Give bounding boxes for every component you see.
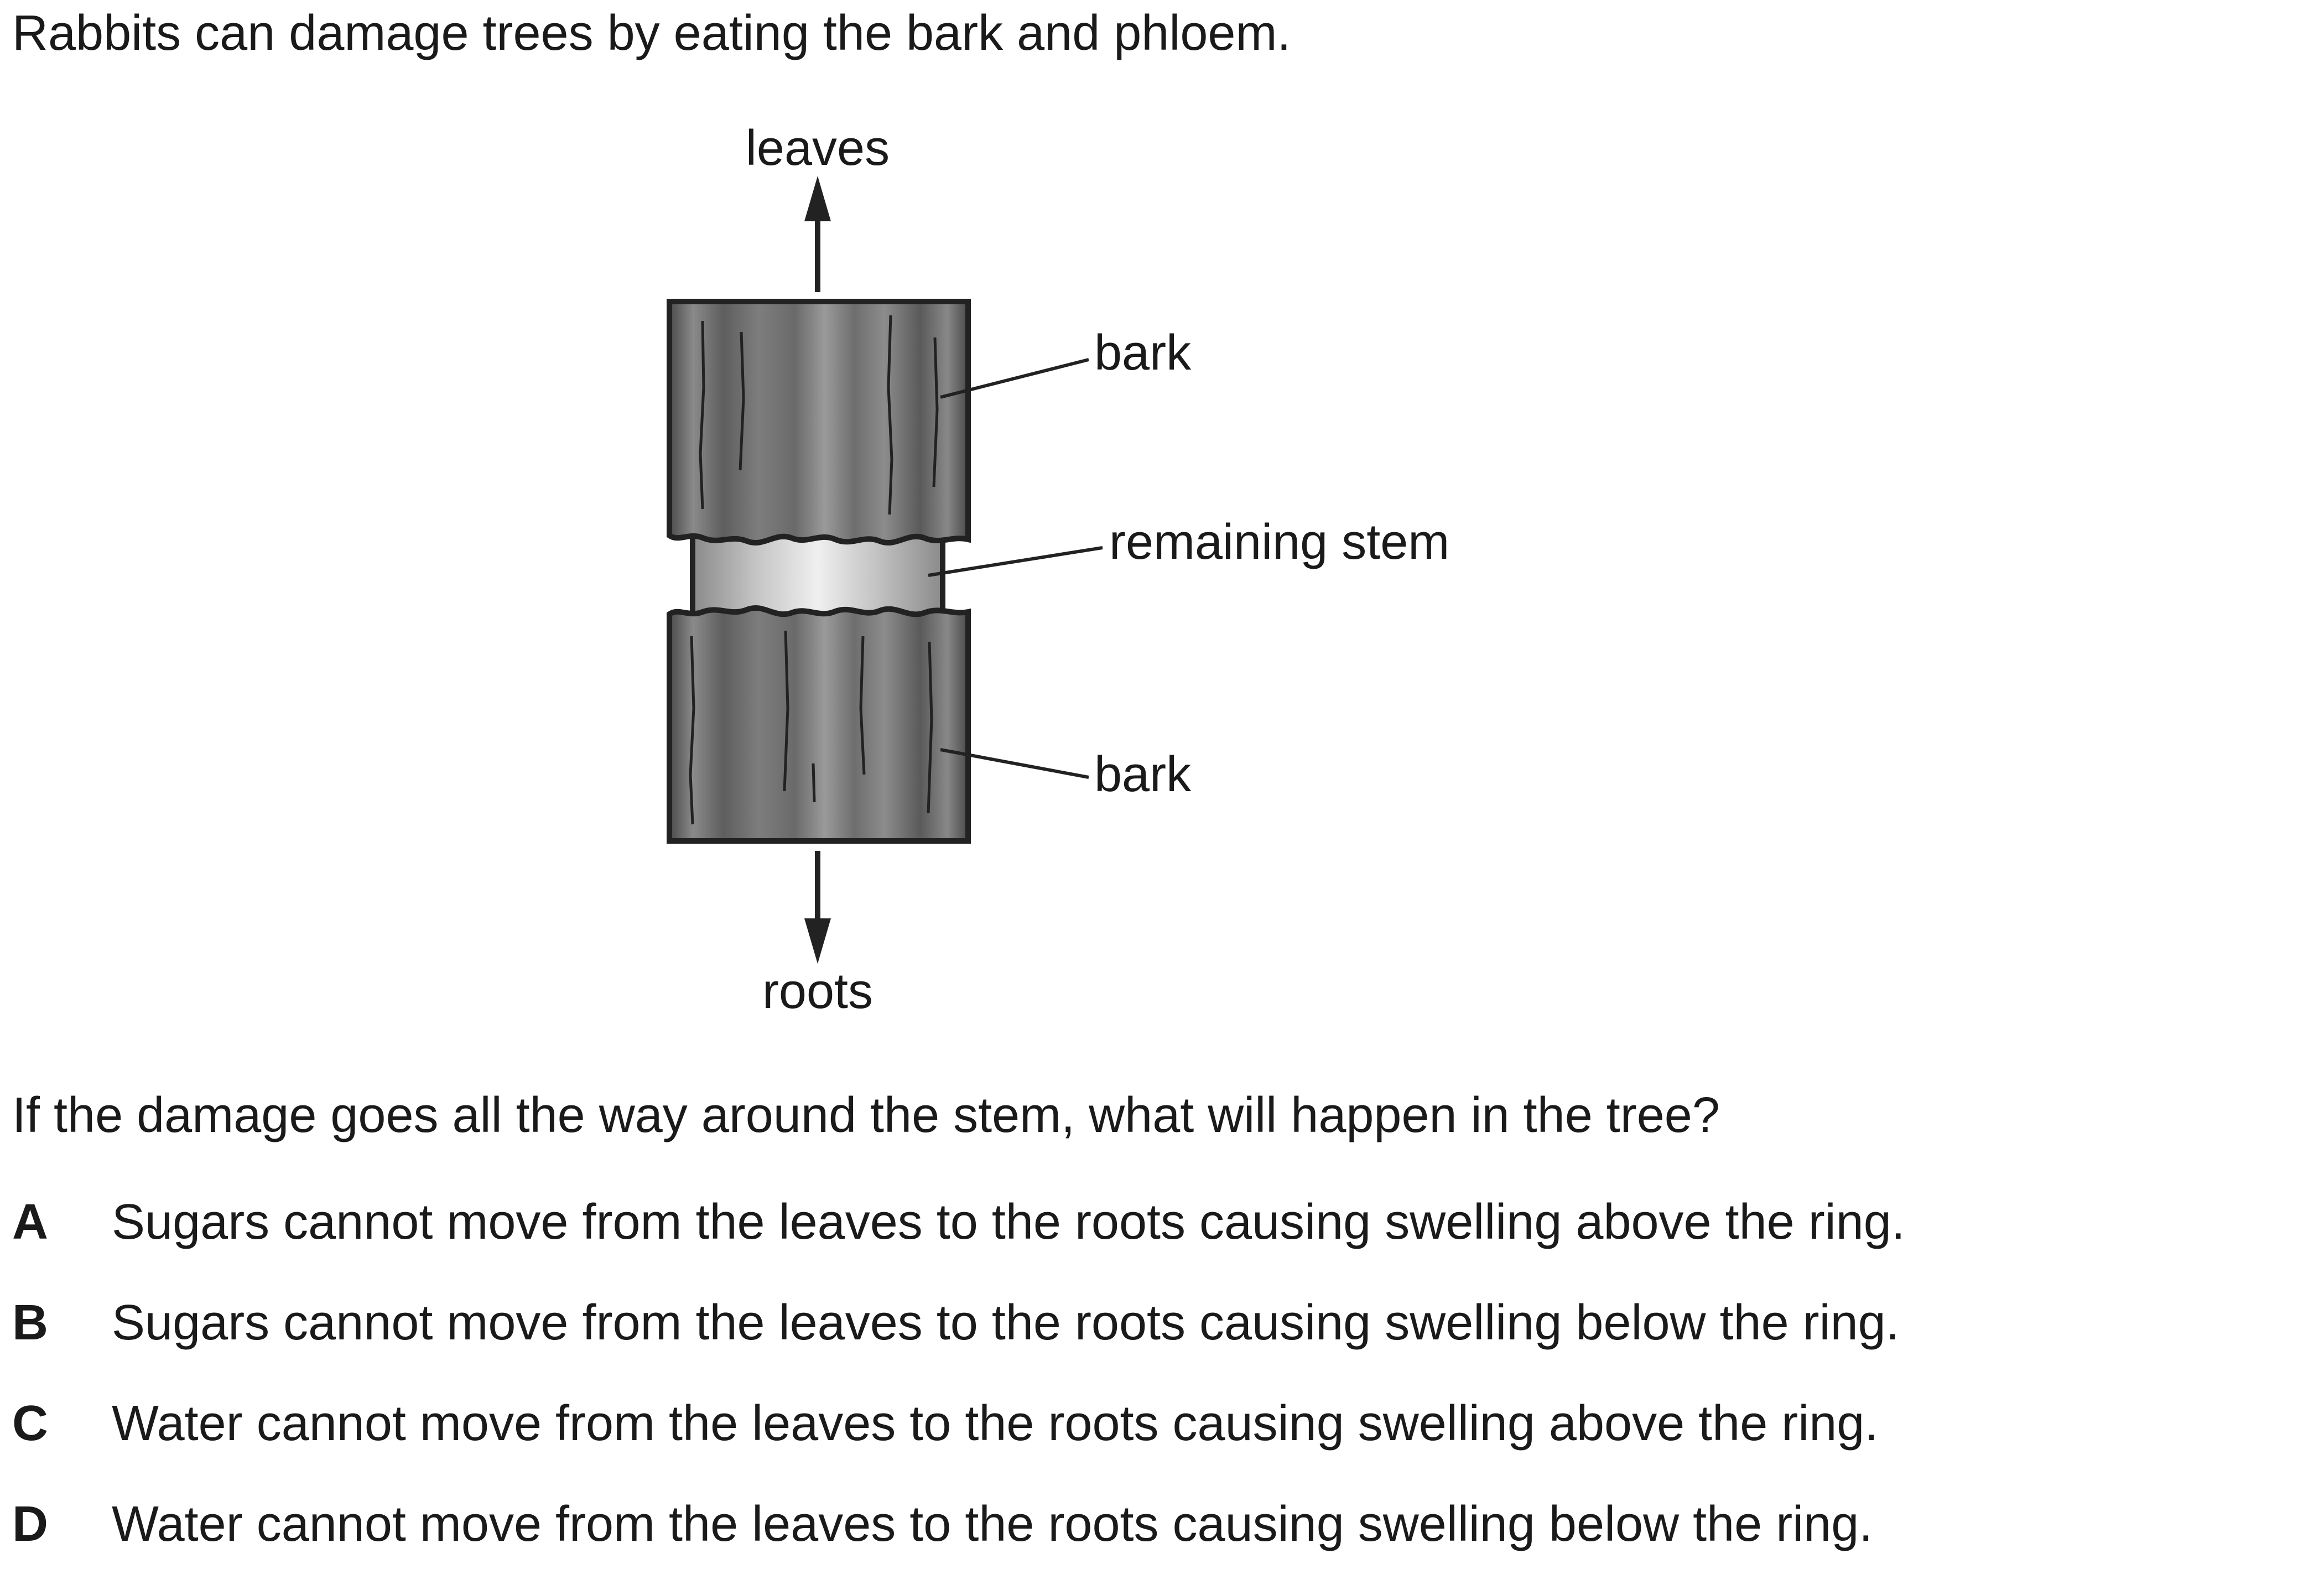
option-text: Sugars cannot move from the leaves to th…	[112, 1295, 1900, 1350]
intro-text: Rabbits can damage trees by eating the b…	[12, 6, 1291, 61]
ring-barked-stem-diagram: leaves bark remaining	[667, 121, 1449, 1019]
arrow-down-icon	[804, 851, 831, 964]
option-letter: C	[12, 1396, 48, 1451]
label-leaves: leaves	[746, 121, 890, 176]
option-a[interactable]: A Sugars cannot move from the leaves to …	[12, 1192, 1905, 1293]
answer-options: A Sugars cannot move from the leaves to …	[12, 1192, 1905, 1595]
bark-upper-section	[667, 299, 971, 546]
bark-lower-section	[667, 605, 971, 844]
arrow-up-icon	[804, 176, 831, 292]
option-text: Water cannot move from the leaves to the…	[112, 1396, 1879, 1451]
label-roots: roots	[762, 964, 873, 1019]
option-text: Water cannot move from the leaves to the…	[112, 1497, 1873, 1552]
option-letter: B	[12, 1295, 48, 1350]
option-letter: A	[12, 1194, 48, 1250]
option-d[interactable]: D Water cannot move from the leaves to t…	[12, 1494, 1905, 1595]
label-remaining-stem: remaining stem	[1109, 515, 1449, 570]
label-bark-bottom: bark	[1094, 747, 1192, 802]
question-text: If the damage goes all the way around th…	[12, 1088, 1720, 1143]
option-b[interactable]: B Sugars cannot move from the leaves to …	[12, 1293, 1905, 1394]
option-c[interactable]: C Water cannot move from the leaves to t…	[12, 1394, 1905, 1494]
option-text: Sugars cannot move from the leaves to th…	[112, 1194, 1905, 1250]
label-bark-top: bark	[1094, 325, 1192, 381]
option-letter: D	[12, 1497, 48, 1552]
